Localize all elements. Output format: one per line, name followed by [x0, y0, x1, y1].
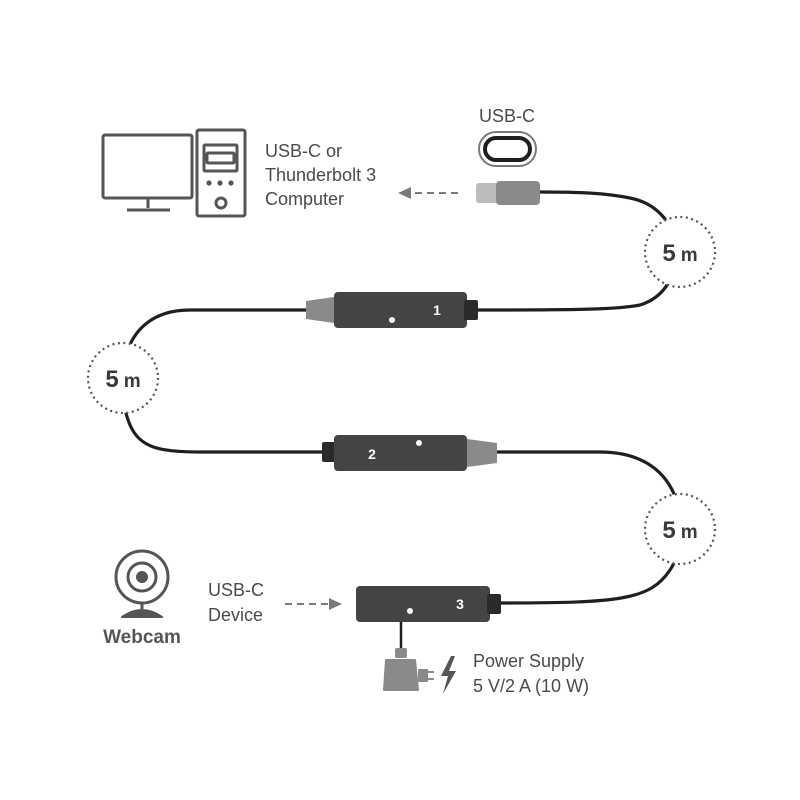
extender-module-2: 2	[322, 435, 497, 471]
device-label-line2: Device	[208, 605, 263, 625]
webcam-label: Webcam	[103, 627, 181, 648]
distance-unit-2: m	[124, 371, 141, 392]
module-1-number: 1	[433, 302, 441, 318]
arrow-to-computer	[398, 187, 458, 199]
extender-module-1: 1	[306, 292, 478, 328]
power-label-line2: 5 V/2 A (10 W)	[473, 676, 589, 696]
desktop-computer-icon	[101, 128, 247, 218]
distance-value-3: 5	[662, 517, 675, 544]
usbc-top-label: USB-C	[479, 106, 535, 126]
device-label-line1: USB-C	[208, 580, 264, 600]
extender-module-3: 3	[356, 586, 501, 622]
distance-value-1: 5	[662, 240, 675, 267]
webcam-icon	[114, 549, 170, 618]
distance-unit-3: m	[681, 522, 698, 543]
distance-unit-1: m	[681, 245, 698, 266]
usb-c-plug-top	[476, 181, 540, 205]
svg-text:5m: 5m	[662, 240, 697, 267]
cable	[120, 190, 683, 605]
computer-label-line2: Thunderbolt 3	[265, 165, 376, 185]
usb-c-port-icon	[478, 131, 537, 167]
arrow-to-device	[285, 598, 342, 610]
svg-text:5m: 5m	[105, 366, 140, 393]
power-label-line1: Power Supply	[473, 651, 584, 671]
computer-label-line3: Computer	[265, 189, 344, 209]
module-3-number: 3	[456, 596, 464, 612]
lightning-bolt-icon	[441, 656, 456, 694]
svg-text:5m: 5m	[662, 517, 697, 544]
computer-label-line1: USB-C or	[265, 141, 342, 161]
power-adapter-icon	[383, 622, 434, 691]
module-2-number: 2	[368, 446, 376, 462]
distance-value-2: 5	[105, 366, 118, 393]
